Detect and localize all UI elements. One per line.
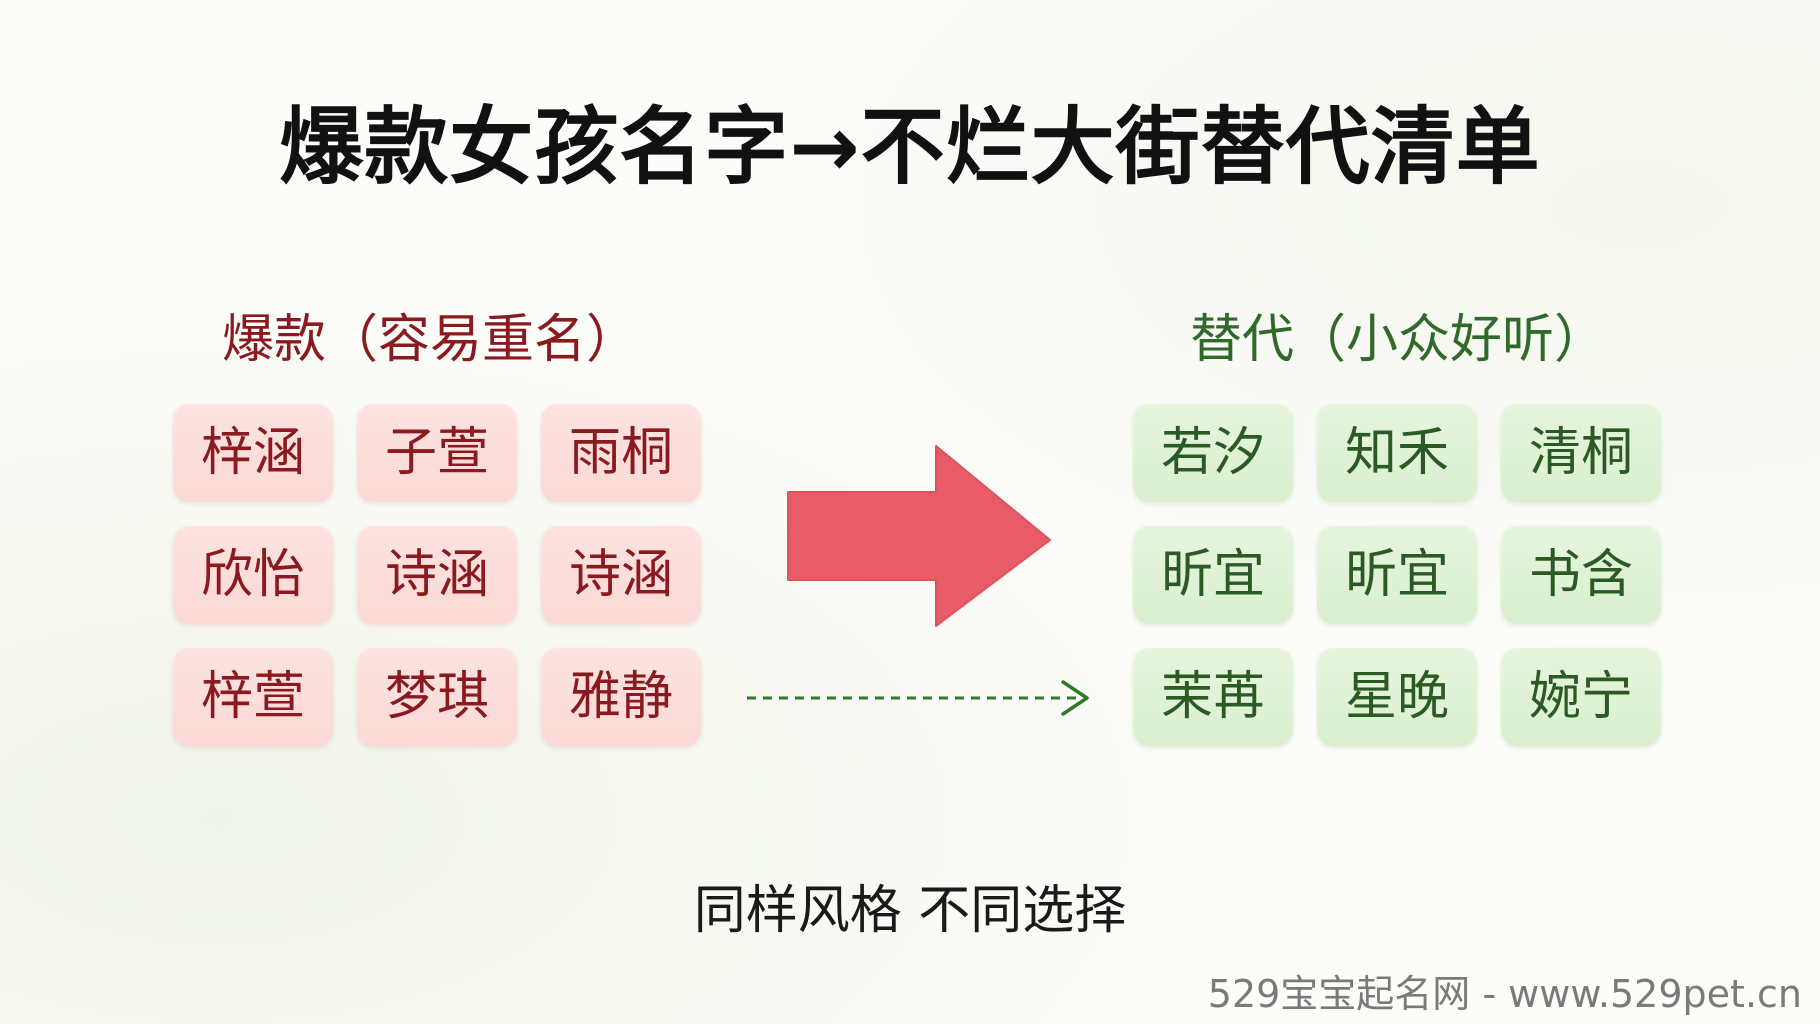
page-title: 爆款女孩名字→不烂大街替代清单 xyxy=(279,98,1541,196)
popular-name-chip: 雅静 xyxy=(541,648,701,746)
popular-name-chip: 诗涵 xyxy=(357,526,517,624)
popular-name-chip: 梦琪 xyxy=(357,648,517,746)
alternative-name-chip: 书含 xyxy=(1501,526,1661,624)
popular-name-chip: 欣怡 xyxy=(173,526,333,624)
alternative-name-chip: 婉宁 xyxy=(1501,648,1661,746)
alternative-name-chip: 清桐 xyxy=(1501,404,1661,502)
popular-name-chip: 梓涵 xyxy=(173,404,333,502)
popular-names-grid: 梓涵 子萱 雨桐 欣怡 诗涵 诗涵 梓萱 梦琪 雅静 xyxy=(173,404,701,746)
big-arrow-shape xyxy=(787,445,1051,627)
popular-name-chip: 诗涵 xyxy=(541,526,701,624)
right-column-heading: 替代（小众好听） xyxy=(1190,310,1607,370)
popular-name-chip: 梓萱 xyxy=(173,648,333,746)
alternative-name-chip: 昕宜 xyxy=(1317,526,1477,624)
watermark-text: 529宝宝起名网 - www.529pet.cn xyxy=(1207,972,1802,1016)
popular-name-chip: 雨桐 xyxy=(541,404,701,502)
alternative-name-chip: 星晚 xyxy=(1317,648,1477,746)
alternative-name-chip: 昕宜 xyxy=(1133,526,1293,624)
alternative-name-chip: 知禾 xyxy=(1317,404,1477,502)
alternative-name-chip: 茉苒 xyxy=(1133,648,1293,746)
dashed-right-arrow-icon xyxy=(747,680,1089,716)
big-right-arrow-icon xyxy=(787,445,1051,627)
popular-name-chip: 子萱 xyxy=(357,404,517,502)
dashed-arrow-head xyxy=(1061,680,1089,716)
alternative-names-grid: 若汐 知禾 清桐 昕宜 昕宜 书含 茉苒 星晚 婉宁 xyxy=(1133,404,1661,746)
left-column-heading: 爆款（容易重名） xyxy=(222,310,639,370)
alternative-name-chip: 若汐 xyxy=(1133,404,1293,502)
subtitle: 同样风格 不同选择 xyxy=(693,881,1127,941)
